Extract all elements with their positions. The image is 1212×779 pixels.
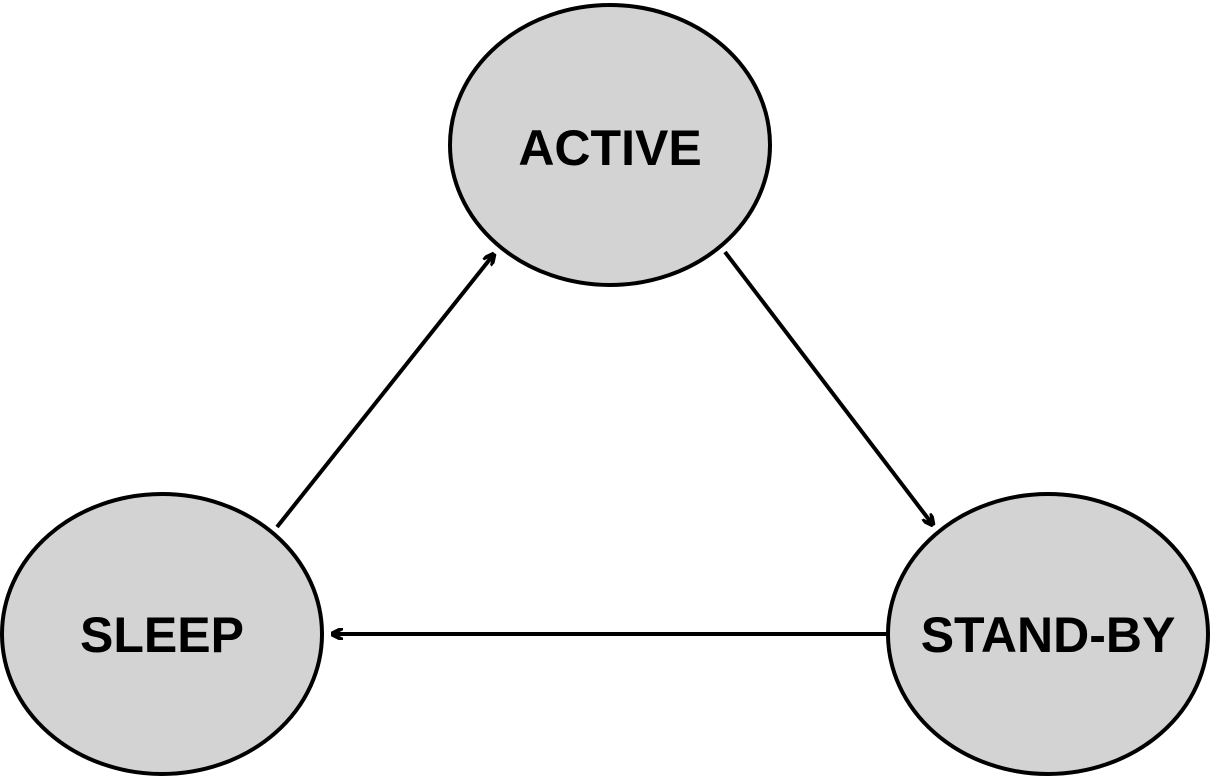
state-standby-label: STAND-BY [921,607,1176,663]
state-standby-circle [886,492,1210,776]
state-active-circle [448,3,772,287]
edge-active-to-standby [723,250,933,525]
state-sleep-label: SLEEP [80,607,244,663]
state-active-label: ACTIVE [518,120,701,176]
state-sleep: SLEEP [0,492,324,776]
state-active: ACTIVE [448,3,772,287]
edge-sleep-to-active [275,254,494,529]
state-sleep-circle [0,492,324,776]
state-standby: STAND-BY [886,492,1210,776]
